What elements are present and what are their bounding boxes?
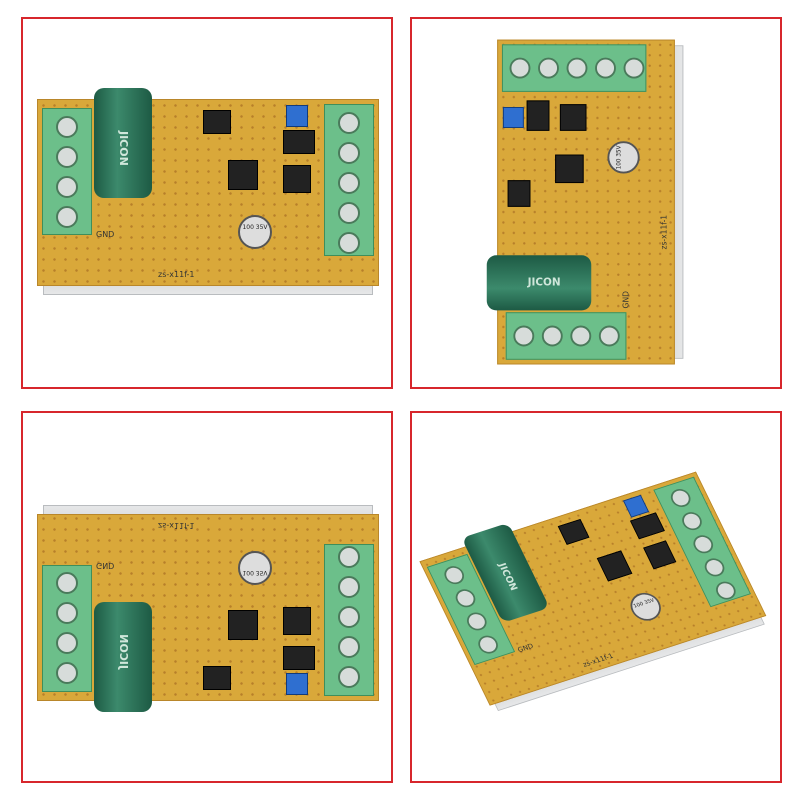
motor-driver-board: JICON 100 35V GND zs-x11f-1 bbox=[37, 79, 379, 329]
small-capacitor: 100 35V bbox=[238, 215, 272, 249]
gnd-label: GND bbox=[516, 642, 535, 654]
product-photo-bottom-right: JICON 100 35V GND zs-x11f-1 bbox=[410, 411, 782, 783]
ic-chip bbox=[555, 154, 584, 184]
pcb: JICON 100 35V GND zs-x11f-1 bbox=[37, 88, 379, 286]
pcb: JICON 100 35V GND zs-x11f-1 bbox=[419, 471, 767, 706]
ic-chip bbox=[228, 610, 258, 640]
small-capacitor: 100 35V bbox=[625, 589, 666, 625]
mosfet bbox=[283, 646, 315, 670]
inductor bbox=[203, 666, 231, 690]
potentiometer bbox=[622, 494, 650, 518]
gnd-label: GND bbox=[621, 291, 631, 309]
model-label: zs-x11f-1 bbox=[659, 214, 669, 250]
ic-chip bbox=[596, 550, 633, 582]
ic-chip bbox=[643, 540, 677, 570]
product-photo-top-left: JICON 100 35V GND zs-x11f-1 bbox=[21, 17, 393, 389]
terminal-block bbox=[653, 476, 751, 608]
potentiometer bbox=[286, 673, 308, 695]
ic-chip bbox=[283, 607, 311, 635]
electrolytic-capacitor: JICON bbox=[486, 255, 592, 311]
ic-chip bbox=[559, 104, 587, 131]
inductor bbox=[203, 110, 231, 134]
board-photo: JICON 100 35V GND zs-x11f-1 bbox=[23, 413, 391, 781]
terminal-block bbox=[505, 312, 627, 360]
inductor bbox=[557, 518, 590, 545]
ic-chip bbox=[283, 165, 311, 193]
pcb: JICON 100 35V GND zs-x11f-1 bbox=[486, 39, 675, 365]
electrolytic-capacitor: JICON bbox=[94, 88, 152, 198]
terminal-block bbox=[42, 565, 92, 692]
terminal-block bbox=[324, 544, 374, 696]
product-photo-bottom-left: JICON 100 35V GND zs-x11f-1 bbox=[21, 411, 393, 783]
terminal-block bbox=[42, 108, 92, 235]
potentiometer bbox=[286, 105, 308, 127]
mosfet bbox=[629, 512, 665, 540]
board-photo: JICON 100 35V GND zs-x11f-1 bbox=[421, 28, 771, 378]
board-photo: JICON 100 35V GND zs-x11f-1 bbox=[412, 413, 780, 781]
gnd-label: GND bbox=[96, 230, 115, 239]
terminal-block bbox=[324, 104, 374, 256]
model-label: zs-x11f-1 bbox=[158, 521, 195, 530]
ic-chip bbox=[228, 160, 258, 190]
motor-driver-board: JICON 100 35V GND zs-x11f-1 bbox=[37, 471, 379, 721]
motor-driver-board: JICON 100 35V GND zs-x11f-1 bbox=[478, 39, 716, 365]
motor-driver-board: JICON 100 35V GND zs-x11f-1 bbox=[412, 457, 780, 739]
terminal-block bbox=[501, 44, 647, 92]
potentiometer bbox=[502, 107, 524, 128]
board-photo: JICON 100 35V GND zs-x11f-1 bbox=[23, 19, 391, 387]
mosfet bbox=[283, 130, 315, 154]
model-label: zs-x11f-1 bbox=[158, 270, 195, 279]
small-capacitor: 100 35V bbox=[238, 551, 272, 585]
inductor bbox=[507, 180, 531, 207]
small-capacitor: 100 35V bbox=[607, 141, 640, 174]
mosfet bbox=[526, 100, 550, 131]
product-photo-top-right: JICON 100 35V GND zs-x11f-1 bbox=[410, 17, 782, 389]
gnd-label: GND bbox=[96, 561, 115, 570]
pcb: JICON 100 35V GND zs-x11f-1 bbox=[37, 514, 379, 712]
model-label: zs-x11f-1 bbox=[581, 651, 615, 669]
electrolytic-capacitor: JICON bbox=[94, 602, 152, 712]
